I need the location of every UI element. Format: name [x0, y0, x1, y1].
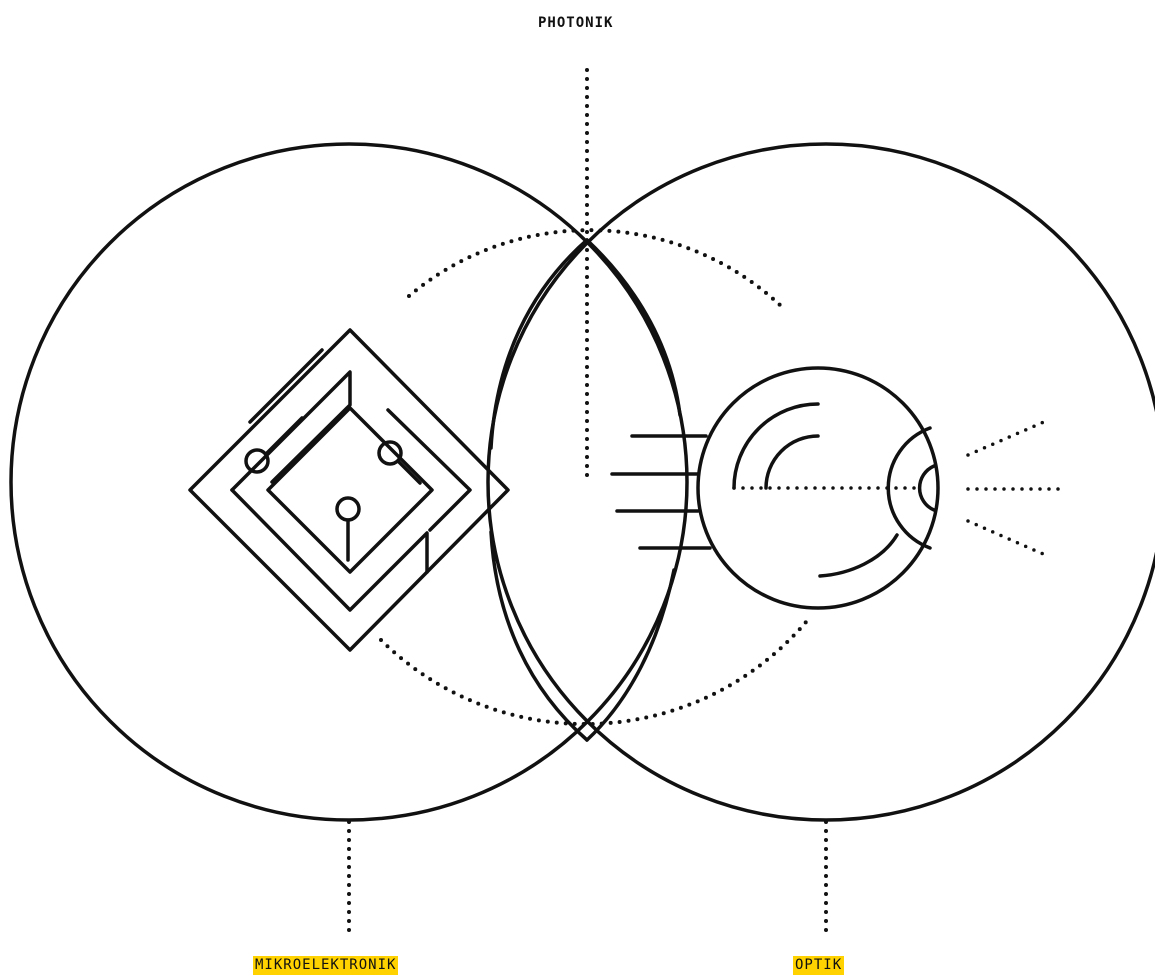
- eye-icon: [610, 366, 1064, 610]
- lens-right-arc-top: [585, 238, 682, 417]
- circuit-chip-icon: [188, 328, 510, 652]
- lens-right-arc-bottom: [585, 568, 676, 742]
- label-photonik: PHOTONIK: [538, 15, 614, 31]
- upper-dotted-arc: [407, 228, 783, 308]
- ray-lower: [966, 519, 1052, 559]
- lens-left-arc-top: [489, 238, 589, 450]
- label-optik: OPTIK: [793, 956, 845, 975]
- ray-upper: [966, 419, 1048, 457]
- lower-dotted-arc: [379, 620, 808, 727]
- lens-left-arc-bottom: [489, 530, 589, 742]
- label-mikroelektronik: MIKROELEKTRONIK: [253, 956, 399, 975]
